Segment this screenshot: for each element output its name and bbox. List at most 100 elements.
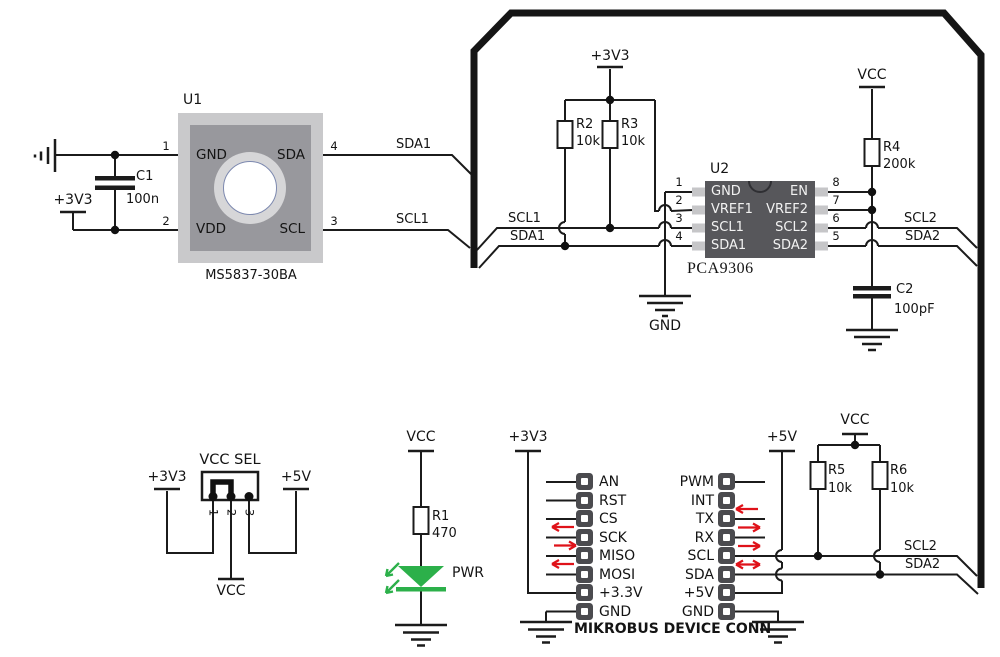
mikrobus-pin-miso: MISO [599, 548, 636, 564]
resistor-r1-ref: R1 [432, 509, 450, 524]
header-pad [717, 584, 735, 601]
resistor-r4-ref: R4 [883, 140, 901, 155]
resistor-r1-body [412, 506, 430, 535]
header-pad [575, 602, 593, 620]
u2-pin-number-8: 8 [832, 175, 840, 189]
u1-pin-number-1: 1 [162, 139, 170, 153]
resistor-r6-value: 10k [890, 481, 915, 496]
resistor-r4-body [863, 138, 881, 167]
capacitor-c2-value: 100pF [894, 302, 935, 317]
header-pad [575, 473, 593, 490]
capacitor-c2-ref: C2 [896, 282, 914, 297]
power-label-5v-sel: +5V [280, 469, 312, 485]
ground-symbol-led [395, 623, 447, 647]
u1-ref: U1 [183, 92, 203, 108]
power-label-3v3-c1: +3V3 [53, 192, 93, 208]
header-pad [575, 510, 593, 527]
mikrobus-pin-pwm: PWM [679, 474, 714, 490]
u2-pin-number-7: 7 [832, 193, 840, 207]
resistor-r3-ref: R3 [621, 117, 639, 132]
mikrobus-pin-rx: RX [694, 529, 714, 546]
resistor-r3-body [601, 120, 619, 149]
resistor-r2-ref: R2 [576, 117, 594, 132]
mikrobus-pin-gnd-right: GND [681, 603, 714, 620]
mikrobus-pin-cs: CS [599, 511, 618, 527]
net-label-sda1-u1: SDA1 [396, 137, 432, 152]
power-label-3v3-header: +3V3 [508, 429, 548, 445]
wire-hops [558, 204, 881, 582]
ground-symbols [33, 139, 898, 647]
arrow-right-miso [554, 540, 577, 551]
junction-dots [110, 95, 885, 579]
net-label-scl2-right: SCL2 [904, 211, 937, 226]
power-bar-symbols [60, 65, 885, 581]
u2-pin-number-6: 6 [832, 211, 840, 225]
u2-pin-name-sda2: SDA2 [772, 238, 808, 253]
mikrobus-right-header [717, 473, 735, 620]
mikrobus-pin-3v3: +3.3V [599, 585, 643, 601]
u2-pin-number-2: 2 [675, 193, 683, 207]
u1-pin-vdd: VDD [196, 221, 227, 237]
mikrobus-title: MIKROBUS DEVICE CONN [574, 621, 772, 637]
mikrobus-pin-5v: +5V [683, 585, 714, 601]
u2-pin-name-scl1: SCL1 [711, 220, 744, 235]
mikrobus-pin-sda: SDA [685, 566, 714, 583]
header-pad [717, 528, 735, 546]
pwr-led-graphic [384, 562, 446, 595]
mikrobus-left-header [575, 473, 593, 620]
header-pad [575, 547, 593, 564]
arrow-left-tx [735, 504, 758, 514]
wires-left-header [527, 451, 576, 622]
power-label-3v3-pullups: +3V3 [590, 48, 630, 64]
u1-port-opening [223, 161, 277, 215]
u2-pin-number-4: 4 [675, 229, 683, 243]
net-label-sda2-right: SDA2 [905, 229, 941, 244]
u2-ref: U2 [710, 161, 730, 177]
u1-pin-number-4: 4 [330, 139, 338, 153]
vccsel-pin2-dot [226, 492, 236, 501]
led-emission-arrows [384, 562, 400, 595]
net-label-sda2-bottom: SDA2 [905, 557, 941, 572]
u2-pin-name-gnd: GND [711, 184, 741, 199]
capacitor-c1-plates [95, 176, 135, 181]
u2-pin-stubs [692, 187, 705, 197]
resistor-r2-body [556, 120, 574, 149]
wires-u2-gnd [664, 191, 693, 296]
led-pwr-label: PWR [452, 565, 485, 581]
u2-pin-name-vref2: VREF2 [766, 202, 808, 217]
u2-body [705, 181, 815, 258]
arrow-both-sda [735, 559, 761, 570]
header-pad [575, 491, 593, 509]
mikrobus-pin-int: INT [690, 492, 714, 509]
u2-pin-name-en: EN [790, 184, 808, 199]
power-label-5v-header: +5V [766, 429, 798, 445]
vccsel-jumper-graphic [200, 470, 260, 502]
header-pad [717, 491, 735, 509]
resistor-r5-body [809, 461, 827, 490]
vccsel-shunt [210, 479, 234, 495]
u1-pin-gnd: GND [196, 147, 227, 163]
header-pad [717, 473, 735, 490]
wires-r5-r6 [817, 434, 881, 575]
vccsel-pin-number-2: 2 [224, 508, 239, 517]
arrow-left-sck [551, 522, 574, 532]
resistor-r6-ref: R6 [890, 463, 908, 478]
mikrobus-pin-rst: RST [599, 492, 627, 509]
ground-symbol-left [33, 139, 57, 172]
capacitor-c1-ref: C1 [136, 169, 154, 184]
ground-symbol-right-header [752, 620, 804, 644]
mikrobus-pin-gnd-left: GND [599, 603, 632, 620]
vccsel-pin1-dot [208, 492, 218, 501]
wires-scl1-sda1 [476, 227, 693, 269]
vccsel-pin3-dot [244, 492, 254, 501]
capacitor-c2-plates [853, 286, 891, 291]
u2-pin-name-vref1: VREF1 [711, 202, 753, 217]
arrow-right-scl [738, 541, 761, 551]
resistor-bodies [412, 120, 889, 535]
wires-right-cluster [827, 89, 978, 330]
u2-pin-number-5: 5 [832, 229, 840, 243]
header-pad [717, 510, 735, 527]
led-triangle [398, 566, 444, 587]
